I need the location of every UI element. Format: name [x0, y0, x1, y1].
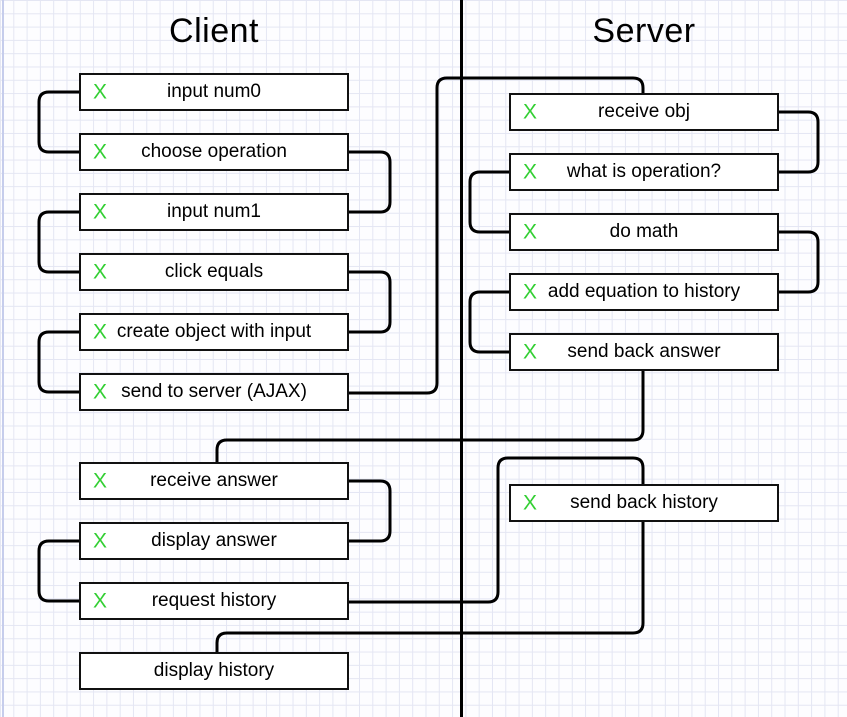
- done-x-mark: X: [93, 380, 108, 404]
- edge-sendtoserver-receiveobj: [348, 76, 645, 395]
- step-label: choose operation: [141, 141, 287, 162]
- step-send-back-history[interactable]: X send back history: [509, 484, 779, 522]
- done-x-mark: X: [523, 220, 538, 244]
- step-label: send back history: [570, 492, 718, 513]
- server-lane-title: Server: [592, 12, 696, 50]
- done-x-mark: X: [523, 100, 538, 124]
- done-x-mark: X: [523, 280, 538, 304]
- step-what-is-operation[interactable]: X what is operation?: [509, 153, 779, 191]
- step-label: input num1: [166, 201, 261, 222]
- step-click-equals[interactable]: X click equals: [79, 253, 349, 291]
- done-x-mark: X: [93, 260, 108, 284]
- step-create-object-with-input[interactable]: X create object with input: [79, 313, 349, 351]
- edge-receiveobj-whatisoperation: [778, 110, 820, 174]
- edge-addequation-sendbackanswer: [468, 290, 510, 354]
- step-request-history[interactable]: X request history: [79, 582, 349, 620]
- step-label: send to server (AJAX): [121, 381, 307, 402]
- edge-displayanswer-requesthistory: [37, 539, 80, 603]
- done-x-mark: X: [93, 320, 108, 344]
- step-input-num0[interactable]: X input num0: [79, 73, 349, 111]
- step-label: request history: [151, 590, 277, 611]
- edge-whatisoperation-domath: [468, 170, 510, 234]
- step-receive-answer[interactable]: X receive answer: [79, 462, 349, 500]
- step-input-num1[interactable]: X input num1: [79, 193, 349, 231]
- edge-receiveanswer-displayanswer: [348, 479, 392, 543]
- done-x-mark: X: [93, 80, 108, 104]
- done-x-mark: X: [523, 160, 538, 184]
- step-label: do math: [609, 221, 679, 242]
- step-do-math[interactable]: X do math: [509, 213, 779, 251]
- edge-createobject-sendtoserver: [37, 330, 80, 394]
- step-add-equation-to-history[interactable]: X add equation to history: [509, 273, 779, 311]
- step-label: input num0: [166, 81, 261, 102]
- done-x-mark: X: [93, 469, 108, 493]
- step-display-answer[interactable]: X display answer: [79, 522, 349, 560]
- step-label: create object with input: [116, 321, 312, 342]
- edge-sendbackanswer-receiveanswer: [215, 371, 645, 462]
- edge-inputnum0-chooseoperation: [37, 90, 80, 154]
- done-x-mark: X: [93, 529, 108, 553]
- step-display-history[interactable]: display history: [79, 652, 349, 690]
- edge-sendbackhistory-displayhistory: [215, 522, 645, 653]
- edge-domath-addequation: [778, 230, 820, 294]
- edge-chooseoperation-inputnum1: [348, 150, 392, 214]
- edge-inputnum1-clickequals: [37, 210, 80, 274]
- step-send-to-server-ajax[interactable]: X send to server (AJAX): [79, 373, 349, 411]
- done-x-mark: X: [93, 589, 108, 613]
- step-choose-operation[interactable]: X choose operation: [79, 133, 349, 171]
- done-x-mark: X: [523, 491, 538, 515]
- step-send-back-answer[interactable]: X send back answer: [509, 333, 779, 371]
- step-label: receive answer: [150, 470, 278, 491]
- done-x-mark: X: [93, 200, 108, 224]
- edge-requesthistory-sendbackhistory: [348, 456, 645, 604]
- step-label: what is operation?: [566, 161, 722, 182]
- step-receive-obj[interactable]: X receive obj: [509, 93, 779, 131]
- step-label: display history: [153, 660, 275, 681]
- notebook-margin-line: [2, 0, 4, 717]
- step-label: send back answer: [567, 341, 721, 362]
- step-label: add equation to history: [547, 281, 741, 302]
- step-label: receive obj: [598, 101, 690, 122]
- client-lane-title: Client: [169, 12, 259, 50]
- step-label: click equals: [164, 261, 264, 282]
- step-label: display answer: [151, 530, 277, 551]
- edge-clickequals-createobject: [348, 270, 392, 334]
- done-x-mark: X: [93, 140, 108, 164]
- done-x-mark: X: [523, 340, 538, 364]
